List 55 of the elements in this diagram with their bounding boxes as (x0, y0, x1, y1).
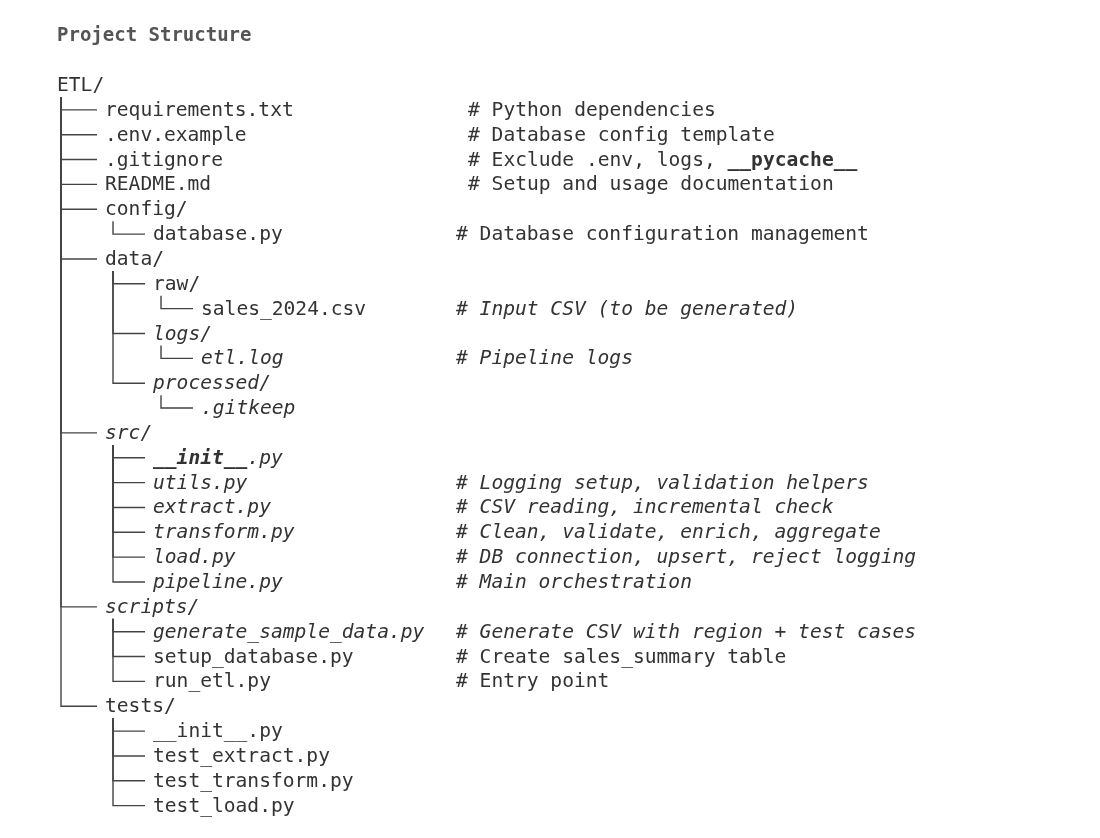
file-name: .gitignore (105, 147, 223, 172)
folder-name: processed/ (153, 371, 271, 396)
comment-text: # Clean, validate, enrich, aggregate (456, 520, 881, 545)
file-name: test_load.py (153, 793, 295, 818)
comment-text: # Database config template (468, 122, 775, 147)
file-name: __init__.py (153, 445, 283, 470)
comment-text: # Main orchestration (456, 570, 692, 594)
file-name: extract.py (153, 495, 271, 520)
file-name: etl.log (201, 346, 284, 371)
comment-text: # CSV reading, incremental check (456, 495, 834, 520)
tree-connector (112, 220, 146, 235)
folder-name: logs/ (153, 321, 212, 346)
file-name: database.py (153, 222, 283, 247)
diagram-title: Project Structure (57, 23, 252, 45)
file-name: setup_database.py (153, 644, 354, 669)
comment-text: # Entry point (456, 669, 610, 694)
comment-text: # Python dependencies (468, 97, 716, 122)
file-name: test_transform.py (153, 768, 354, 793)
file-name: __init__.py (153, 719, 283, 744)
comment-text: # Logging setup, validation helpers (456, 470, 869, 495)
file-name: requirements.txt (105, 97, 294, 122)
folder-name: ETL/ (57, 73, 105, 97)
file-name: README.md (105, 172, 212, 197)
file-name: .env.example (105, 122, 247, 147)
file-name: transform.py (153, 520, 295, 545)
file-name: sales_2024.csv (201, 296, 367, 321)
comment-text: # Setup and usage documentation (468, 172, 834, 197)
folder-name: src/ (105, 420, 153, 445)
comment-text: # Generate CSV with region + test cases (456, 619, 917, 644)
tree-connector (112, 270, 146, 384)
comment-text: # DB connection, upsert, reject logging (456, 545, 917, 570)
tree-connector (160, 394, 194, 409)
file-name: test_extract.py (153, 743, 330, 768)
file-name: run_etl.py (153, 669, 271, 694)
folder-name: tests/ (105, 694, 176, 719)
tree-connector (112, 717, 146, 807)
file-name: .gitkeep (201, 396, 296, 421)
comment-text: # Exclude .env, logs, __pycache__ (468, 147, 858, 172)
folder-name: raw/ (153, 271, 201, 296)
tree-connector (112, 618, 146, 683)
tree-connector (60, 96, 98, 707)
comment-text: # Create sales_summary table (456, 644, 787, 669)
file-name: pipeline.py (153, 570, 283, 594)
folder-name: scripts/ (105, 594, 200, 619)
tree-connector (160, 295, 194, 310)
file-name: load.py (153, 545, 236, 570)
folder-name: data/ (105, 246, 164, 271)
folder-name: config/ (105, 197, 188, 222)
file-name: generate_sample_data.py (153, 619, 425, 644)
file-name: utils.py (153, 470, 248, 495)
tree-connector (112, 444, 146, 583)
comment-text: # Input CSV (to be generated) (456, 296, 799, 321)
tree-connector (160, 344, 194, 360)
comment-text: # Pipeline logs (456, 346, 633, 371)
comment-text: # Database configuration management (456, 222, 869, 247)
